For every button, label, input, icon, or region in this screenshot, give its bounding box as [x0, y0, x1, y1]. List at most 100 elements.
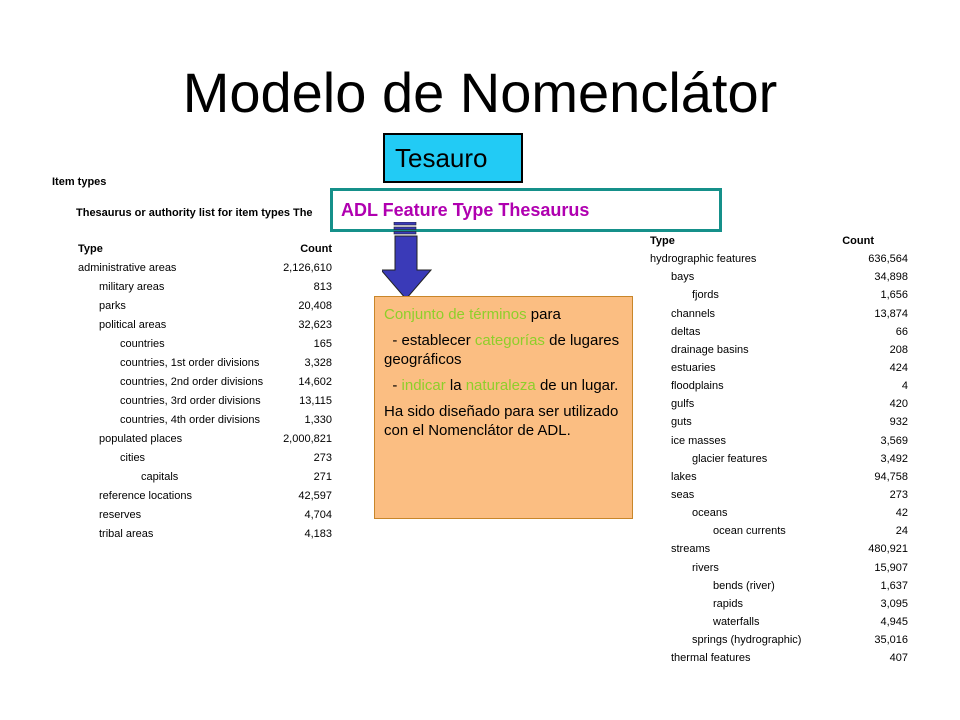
row-type-name: guts — [671, 416, 692, 429]
row-type-name: seas — [671, 488, 695, 501]
row-count: 2,000,821 — [283, 433, 332, 445]
row-count: 13,115 — [299, 395, 332, 407]
table-row: bends (river) 1,637 — [650, 577, 908, 595]
table-row: rivers 15,907 — [650, 559, 908, 577]
table-row: glacier features 3,492 — [650, 450, 908, 468]
table-row: rapids 3,095 — [650, 595, 908, 613]
row-type-name: fjords — [692, 289, 719, 302]
row-type-name: populated places — [99, 433, 183, 445]
row-type-name: reserves — [99, 509, 142, 521]
left-col-count-header: Count — [300, 243, 332, 255]
row-count: 813 — [313, 281, 332, 293]
row-type-name: channels — [671, 307, 716, 320]
row-count: 34,898 — [874, 271, 908, 284]
table-row: countries, 1st order divisions 3,328 — [78, 354, 332, 373]
row-count: 35,016 — [874, 634, 908, 647]
row-count: 20,408 — [298, 300, 332, 312]
row-type-name: administrative areas — [78, 262, 177, 274]
row-type-name: waterfalls — [713, 615, 760, 628]
desc-paragraph-3: - indicar la naturaleza de un lugar. — [384, 376, 624, 395]
row-type-name: countries, 3rd order divisions — [120, 395, 261, 407]
row-count: 15,907 — [874, 561, 908, 574]
row-type-name: military areas — [99, 281, 165, 293]
row-type-name: tribal areas — [99, 528, 154, 540]
row-type-name: oceans — [692, 507, 728, 520]
row-type-name: parks — [99, 300, 126, 312]
right-table-header: Type Count — [650, 232, 908, 250]
table-row: populated places 2,000,821 — [78, 430, 332, 449]
row-count: 4,704 — [304, 509, 332, 521]
table-row: gulfs 420 — [650, 395, 908, 413]
row-count: 3,492 — [880, 452, 908, 465]
row-type-name: floodplains — [671, 380, 724, 393]
row-type-name: bays — [671, 271, 695, 284]
row-type-name: bends (river) — [713, 579, 775, 592]
table-row: springs (hydrographic)35,016 — [650, 631, 908, 649]
desc-highlight: categorías — [474, 332, 545, 349]
row-count: 13,874 — [874, 307, 908, 320]
item-types-heading: Item types — [52, 176, 107, 188]
table-row: countries 165 — [78, 335, 332, 354]
table-row: hydrographic features 636,564 — [650, 250, 908, 268]
table-row: countries, 3rd order divisions 13,115 — [78, 392, 332, 411]
row-count: 273 — [313, 452, 332, 464]
row-type-name: rapids — [713, 597, 743, 610]
row-type-name: rivers — [692, 561, 719, 574]
row-type-name: capitals — [141, 471, 179, 483]
desc-paragraph-2: - establecer categorías de lugares geogr… — [384, 331, 624, 369]
row-count: 66 — [895, 325, 908, 338]
desc-paragraph-1: Conjunto de términos para — [384, 305, 624, 324]
desc-highlight: indicar — [401, 377, 446, 394]
desc-text: de un lugar. — [535, 377, 619, 394]
row-count: 636,564 — [868, 253, 908, 266]
row-count: 932 — [889, 416, 908, 429]
row-count: 480,921 — [868, 543, 908, 556]
row-type-name: ocean currents — [713, 525, 786, 538]
left-col-type-header: Type — [78, 243, 103, 255]
tesauro-label: Tesauro — [383, 133, 523, 183]
row-count: 271 — [313, 471, 332, 483]
row-count: 420 — [889, 398, 908, 411]
row-count: 94,758 — [874, 470, 908, 483]
right-type-table: Type Count hydrographic features 636,564 b… — [650, 232, 908, 667]
row-count: 3,095 — [880, 597, 908, 610]
row-count: 273 — [889, 488, 908, 501]
row-count: 1,637 — [880, 579, 908, 592]
table-row: bays 34,898 — [650, 268, 908, 286]
desc-text: para — [526, 306, 561, 323]
row-type-name: countries, 4th order divisions — [120, 414, 261, 426]
row-type-name: reference locations — [99, 490, 192, 502]
row-count: 165 — [313, 338, 332, 350]
row-type-name: glacier features — [692, 452, 768, 465]
table-row: capitals 271 — [78, 468, 332, 487]
row-count: 3,328 — [304, 357, 332, 369]
table-row: parks 20,408 — [78, 297, 332, 316]
desc-highlight: naturaleza — [465, 377, 536, 394]
table-row: seas 273 — [650, 486, 908, 504]
row-count: 424 — [889, 361, 908, 374]
left-table-header: Type Count — [78, 240, 332, 259]
table-row: lakes 94,758 — [650, 468, 908, 486]
row-type-name: countries, 1st order divisions — [120, 357, 260, 369]
row-type-name: hydrographic features — [650, 253, 757, 266]
table-row: guts 932 — [650, 413, 908, 431]
down-arrow-icon — [382, 222, 432, 300]
right-col-type-header: Type — [650, 235, 675, 247]
row-type-name: countries — [120, 338, 165, 350]
row-type-name: gulfs — [671, 398, 695, 411]
row-type-name: lakes — [671, 470, 697, 483]
